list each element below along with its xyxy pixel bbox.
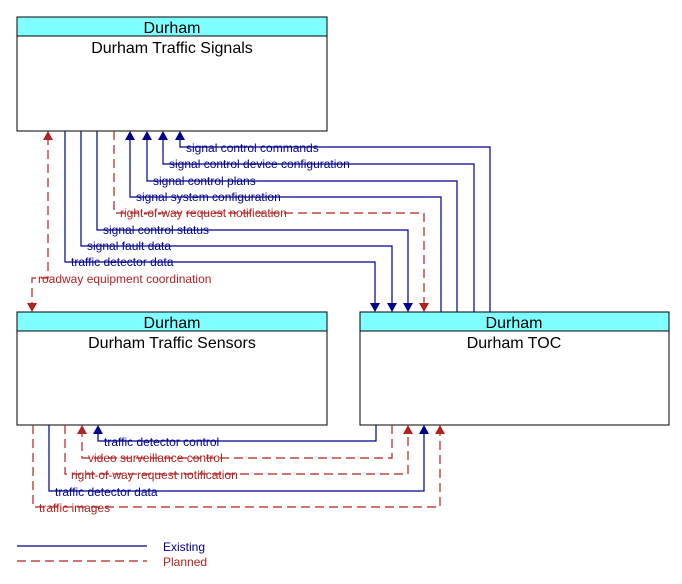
arrowhead-icon [419, 425, 429, 434]
box-org-label: Durham [486, 315, 543, 332]
flow-signal-control-device-configuration: signal control device configuration [158, 131, 475, 312]
flow-label: signal control status [103, 223, 209, 237]
box-org-label: Durham [144, 315, 201, 332]
arrowhead-icon [435, 425, 445, 434]
flow-traffic-detector-data-signals: traffic detector data [64, 131, 380, 312]
legend-planned-label: Planned [163, 555, 207, 569]
flow-label: traffic detector control [104, 435, 219, 449]
arrowhead-icon [27, 303, 37, 312]
flow-right-of-way-request-notification-signals: right-of-way request notification [113, 131, 429, 312]
flow-signal-system-configuration: signal system configuration [125, 131, 442, 312]
arrowhead-icon [142, 131, 152, 140]
arrowhead-icon [387, 303, 397, 312]
flow-label: signal control plans [153, 174, 256, 188]
box-durham-toc[interactable]: Durham Durham TOC [359, 311, 670, 426]
arrowhead-icon [175, 131, 185, 140]
box-durham-traffic-sensors[interactable]: Durham Durham Traffic Sensors [16, 311, 328, 426]
flow-label: signal fault data [87, 239, 171, 253]
arrowhead-icon [93, 425, 103, 434]
flow-label: video surveillance control [88, 451, 223, 465]
arrowhead-icon [370, 303, 380, 312]
arrowhead-icon [403, 425, 413, 434]
box-org-label: Durham [144, 20, 201, 37]
flow-label: traffic detector data [71, 255, 174, 269]
flow-label: signal control device configuration [169, 157, 350, 171]
box-name-label: Durham TOC [467, 335, 562, 352]
flow-label: right-of-way request notification [120, 206, 287, 220]
flow-signal-control-commands: signal control commands [175, 131, 491, 312]
flow-label: roadway equipment coordination [38, 272, 211, 286]
arrowhead-icon [403, 303, 413, 312]
arrowhead-icon [43, 131, 53, 140]
flow-signal-control-status: signal control status [96, 131, 413, 312]
flow-label: traffic images [39, 501, 110, 515]
flow-signal-control-plans: signal control plans [142, 131, 458, 312]
flow-video-surveillance-control: video surveillance control [77, 425, 393, 465]
flow-roadway-equipment-coordination: roadway equipment coordination [27, 131, 211, 312]
flow-label: signal control commands [186, 141, 319, 155]
flow-traffic-images: traffic images [32, 425, 445, 515]
flow-right-of-way-request-notification-sensors: right-of-way request notification [64, 425, 413, 482]
box-durham-traffic-signals[interactable]: Durham Durham Traffic Signals [16, 16, 328, 132]
arrowhead-icon [125, 131, 135, 140]
flow-label: traffic detector data [55, 485, 158, 499]
arrowhead-icon [419, 303, 429, 312]
box-name-label: Durham Traffic Signals [91, 40, 253, 57]
arrowhead-icon [77, 425, 87, 434]
flow-signal-fault-data: signal fault data [80, 131, 397, 312]
legend-existing-label: Existing [163, 540, 205, 554]
legend: Existing Planned [17, 540, 207, 569]
arrowhead-icon [158, 131, 168, 140]
box-name-label: Durham Traffic Sensors [88, 335, 256, 352]
flow-label: right-of-way request notification [71, 468, 238, 482]
flow-label: signal system configuration [136, 190, 281, 204]
flow-traffic-detector-data-sensors: traffic detector data [48, 425, 429, 499]
flow-traffic-detector-control: traffic detector control [93, 425, 377, 449]
